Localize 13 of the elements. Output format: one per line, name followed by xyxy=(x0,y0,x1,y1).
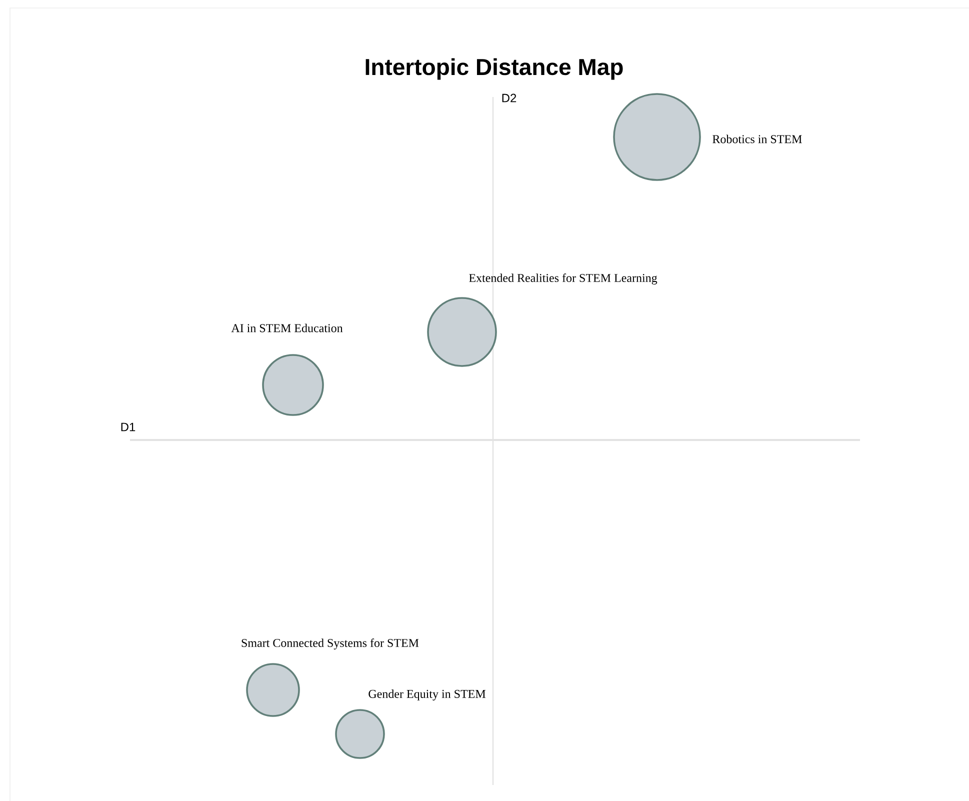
topic-bubble xyxy=(335,709,385,759)
axis-label: D1 xyxy=(121,422,136,432)
topic-label: Extended Realities for STEM Learning xyxy=(469,273,658,284)
chart-title: Intertopic Distance Map xyxy=(366,58,623,80)
axis-label: D2 xyxy=(502,94,516,102)
topic-label: Robotics in STEM xyxy=(712,134,802,144)
topic-bubble xyxy=(613,93,701,181)
topic-bubble xyxy=(262,354,324,416)
topic-label: Gender Equity in STEM xyxy=(368,690,486,700)
topic-label: Smart Connected Systems for STEM xyxy=(242,638,419,650)
topic-bubble xyxy=(246,663,300,717)
topic-label: AI in STEM Education xyxy=(231,324,343,332)
topic-bubble xyxy=(427,297,497,367)
